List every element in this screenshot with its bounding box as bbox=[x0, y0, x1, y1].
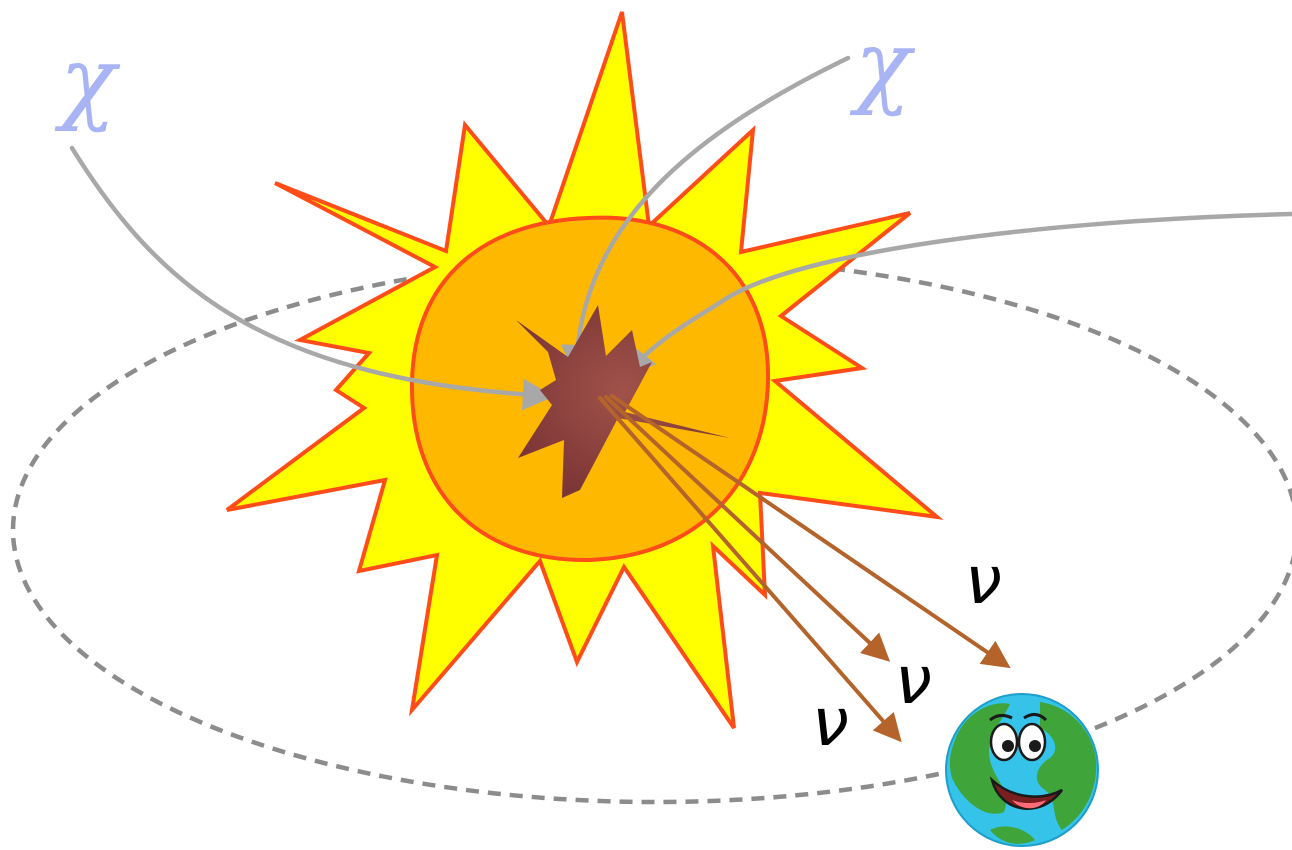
chi-label-right: χ bbox=[849, 11, 916, 118]
cartoon-earth-icon bbox=[946, 694, 1098, 846]
nu-label-middle: ν bbox=[895, 642, 932, 719]
earth-pupil-left bbox=[1002, 740, 1014, 752]
chi-label-left: χ bbox=[54, 27, 121, 134]
nu-label-bottom: ν bbox=[812, 684, 849, 761]
earth-pupil-right bbox=[1029, 740, 1041, 752]
nu-label-top: ν bbox=[965, 542, 1002, 619]
